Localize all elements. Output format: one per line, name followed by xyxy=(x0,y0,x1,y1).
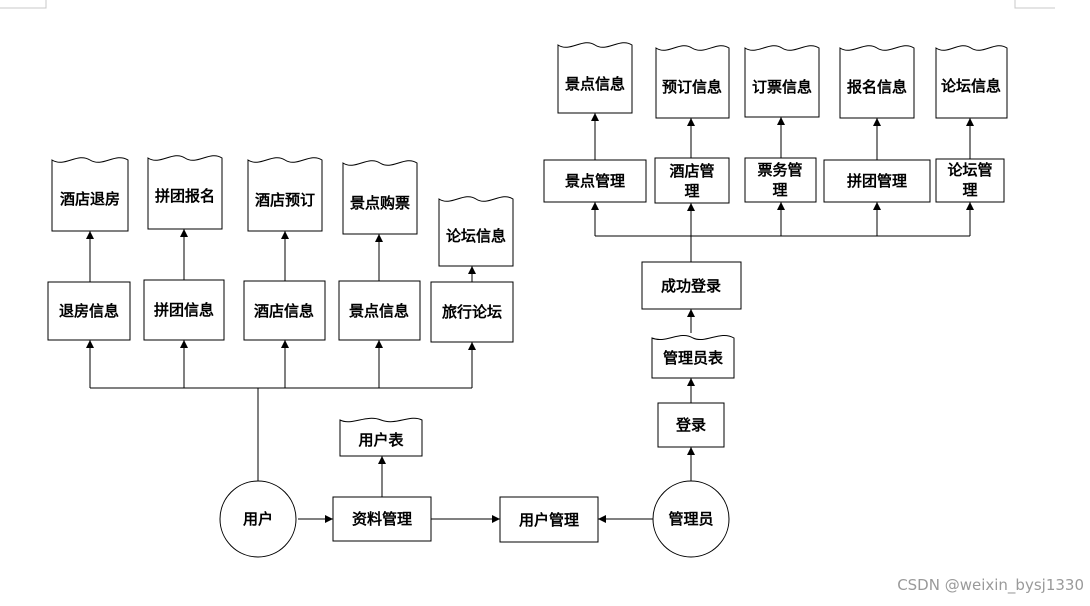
hotel-mgmt-label-line1: 酒店管 xyxy=(669,162,714,180)
admin-table-doc: 管理员表 xyxy=(651,334,735,379)
ticket-mgmt-label-line1: 票务管 xyxy=(757,161,802,179)
hotel-info-box: 酒店信息 xyxy=(243,280,326,341)
user-entity: 用户 xyxy=(219,480,297,558)
spot-ticket-doc: 景点购票 xyxy=(342,160,418,235)
data-mgmt-box: 资料管理 xyxy=(332,496,432,542)
hotel-mgmt-label-line2: 理 xyxy=(684,182,699,200)
hotel-booking-label: 酒店预订 xyxy=(255,191,315,209)
page-corner-mark-left xyxy=(0,0,47,9)
user-mgmt-box: 用户管理 xyxy=(499,496,599,543)
user-table-label: 用户表 xyxy=(358,431,404,449)
ticket-mgmt-label-line2: 理 xyxy=(772,181,787,199)
ticket-mgmt-box: 票务管 理 xyxy=(744,157,817,203)
forum-mgmt-label-line2: 理 xyxy=(962,181,977,199)
login-success-label: 成功登录 xyxy=(661,277,721,295)
admin-login-label: 登录 xyxy=(675,416,706,434)
group-info-box: 拼团信息 xyxy=(143,279,225,341)
login-success-box: 成功登录 xyxy=(641,261,742,310)
user-label: 用户 xyxy=(243,510,273,528)
checkout-info-label: 退房信息 xyxy=(59,302,119,320)
spot-ticket-label: 景点购票 xyxy=(350,194,410,212)
watermark-text: CSDN @weixin_bysj1330 xyxy=(897,576,1084,595)
forum-info-right-label: 论坛信息 xyxy=(941,77,1001,95)
admin-login-box: 登录 xyxy=(657,402,725,448)
booking-info-label: 预订信息 xyxy=(662,78,722,96)
spot-info-doc: 景点信息 xyxy=(557,42,633,114)
ticket-order-info-label: 订票信息 xyxy=(752,78,812,96)
group-signup-label: 拼团报名 xyxy=(155,187,215,205)
hotel-mgmt-box: 酒店管 理 xyxy=(654,157,730,204)
user-mgmt-label: 用户管理 xyxy=(519,511,579,529)
group-info-label: 拼团信息 xyxy=(154,301,214,319)
spot-mgmt-label: 景点管理 xyxy=(565,172,625,190)
travel-forum-label: 旅行论坛 xyxy=(442,303,502,321)
checkout-info-box: 退房信息 xyxy=(47,281,131,341)
connector-lines xyxy=(86,113,974,523)
hotel-checkout-label: 酒店退房 xyxy=(60,190,120,208)
group-mgmt-box: 拼团管理 xyxy=(823,159,931,203)
forum-mgmt-label-line1: 论坛管 xyxy=(947,161,992,179)
forum-info-left-doc: 论坛信息 xyxy=(438,196,514,267)
forum-info-right-doc: 论坛信息 xyxy=(935,45,1008,119)
data-mgmt-label: 资料管理 xyxy=(352,510,412,528)
spot-mgmt-box: 景点管理 xyxy=(543,159,647,203)
admin-label: 管理员 xyxy=(668,510,713,528)
spot-info-box: 景点信息 xyxy=(338,280,421,341)
admin-entity: 管理员 xyxy=(652,480,730,558)
admin-table-label: 管理员表 xyxy=(663,349,724,367)
user-table-doc: 用户表 xyxy=(339,417,423,457)
spot-info-doc-label: 景点信息 xyxy=(565,75,625,93)
signup-info-doc: 报名信息 xyxy=(839,45,915,119)
spot-info-label: 景点信息 xyxy=(349,302,409,320)
hotel-info-label: 酒店信息 xyxy=(254,302,314,320)
forum-mgmt-box: 论坛管 理 xyxy=(935,158,1005,203)
group-signup-doc: 拼团报名 xyxy=(147,155,223,230)
page-corner-mark-right xyxy=(1014,0,1055,9)
hotel-checkout-doc: 酒店退房 xyxy=(51,157,129,232)
ticket-order-info-doc: 订票信息 xyxy=(744,45,820,118)
signup-info-label: 报名信息 xyxy=(847,78,907,96)
group-mgmt-label: 拼团管理 xyxy=(847,172,907,190)
travel-forum-box: 旅行论坛 xyxy=(430,281,514,343)
forum-info-left-label: 论坛信息 xyxy=(446,227,506,245)
booking-info-doc: 预订信息 xyxy=(655,45,730,119)
hotel-booking-doc: 酒店预订 xyxy=(247,157,323,232)
